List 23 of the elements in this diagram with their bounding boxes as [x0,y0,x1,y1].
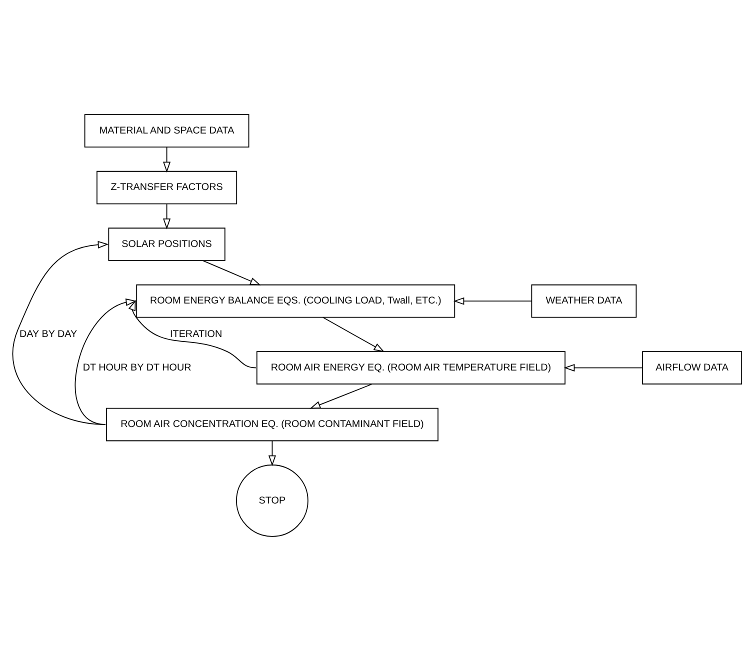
arrow [128,300,256,368]
arrow [202,260,261,286]
arrow [322,316,385,352]
arrow [74,298,137,425]
arrow [310,384,372,409]
node-box: ROOM ENERGY BALANCE EQS. (COOLING LOAD, Twall, ETC.) [136,284,456,318]
node-box: WEATHER DATA [531,284,637,318]
edge-label: ITERATION [170,328,222,340]
arrow [12,240,109,425]
arrow [453,297,532,305]
arrow [564,364,643,372]
edge-label: DAY BY DAY [20,328,78,340]
node-box: MATERIAL AND SPACE DATA [84,114,250,148]
arrow [268,440,276,466]
node-box: ROOM AIR ENERGY EQ. (ROOM AIR TEMPERATURE FIELD) [256,351,566,384]
node-box: SOLAR POSITIONS [108,228,226,261]
arrow [163,204,171,230]
node-box: Z-TRANSFER FACTORS [96,170,238,204]
arrow [163,146,171,173]
edge-label: DT HOUR BY DT HOUR [82,362,192,374]
node-box: AIRFLOW DATA [642,351,742,384]
node-circle: STOP [236,464,308,537]
node-box: ROOM AIR CONCENTRATION EQ. (ROOM CONTAMINANT FIELD) [106,408,438,442]
